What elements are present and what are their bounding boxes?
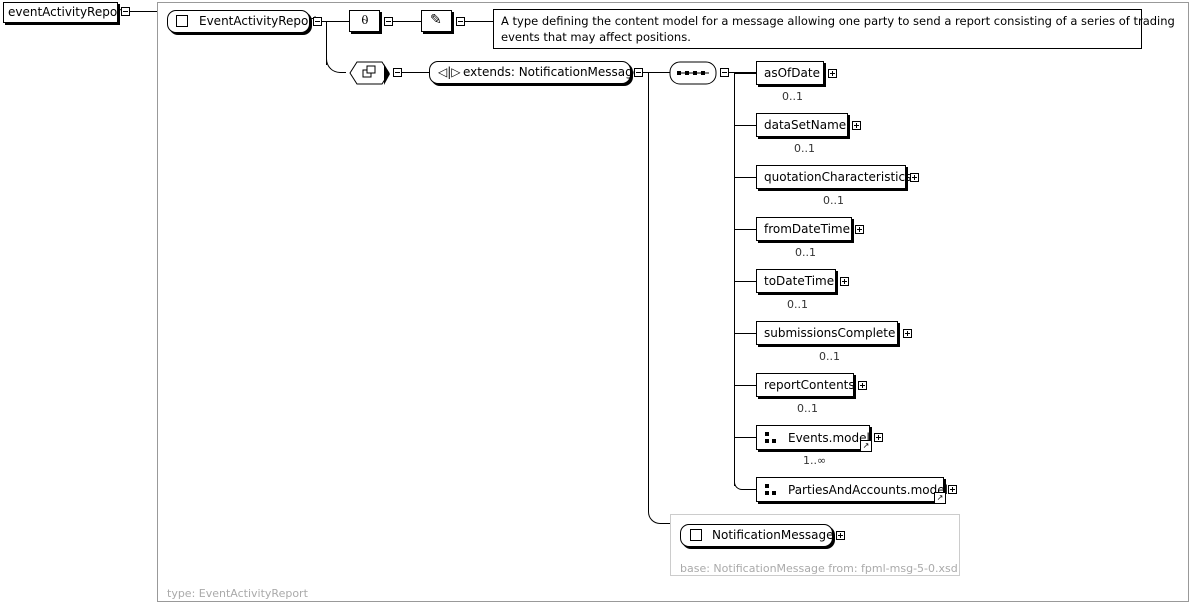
extension-toggle[interactable] [393, 68, 402, 77]
element-label: quotationCharacteristics [764, 170, 912, 184]
annotation-icon: ⍬ [361, 13, 369, 28]
element-asofdate[interactable]: asOfDate [756, 61, 824, 85]
sequence-compositor[interactable] [669, 61, 719, 87]
element-label: submissionsComplete [764, 326, 896, 340]
group-ref-events-model[interactable]: Events.model ↗ [756, 425, 872, 452]
cardinality: 0..1 [795, 246, 816, 259]
connector-line [734, 229, 756, 230]
element-label: Events.model [788, 431, 870, 445]
cardinality: 0..1 [819, 350, 840, 363]
base-type-note: base: NotificationMessage from: fpml-msg… [680, 562, 958, 575]
documentation-text-box: A type defining the content model for a … [493, 9, 1175, 49]
expand-toggle[interactable] [948, 485, 957, 494]
annotation-box[interactable]: ⍬ [349, 10, 380, 32]
element-submissionscomplete[interactable]: submissionsComplete [756, 321, 898, 345]
element-label: fromDateTime [764, 222, 850, 236]
connector-line [734, 333, 756, 334]
reference-arrow-icon: ↗ [860, 440, 872, 452]
documentation-icon-box[interactable]: ✎ [421, 10, 452, 32]
cardinality: 0..1 [787, 298, 808, 311]
root-connector [130, 11, 157, 12]
cardinality: 0..1 [797, 402, 818, 415]
expand-toggle[interactable] [858, 381, 867, 390]
base-connector-curve [648, 506, 670, 524]
connector-line [402, 72, 429, 73]
extends-icon: ◁|▷ [438, 65, 461, 79]
type-note: type: EventActivityReport [167, 587, 308, 600]
type-frame-top [157, 2, 1189, 3]
connector-line [734, 73, 756, 74]
element-label: dataSetName [764, 118, 847, 132]
element-fromdatetime[interactable]: fromDateTime [756, 217, 852, 241]
documentation-icon: ✎ [430, 12, 442, 28]
sequence-toggle[interactable] [720, 68, 729, 77]
expand-toggle[interactable] [903, 329, 912, 338]
connector-line [734, 385, 756, 386]
base-type-frame [670, 514, 960, 576]
expand-toggle[interactable] [910, 173, 919, 182]
extension-compositor[interactable] [349, 61, 391, 87]
reference-arrow-icon: ↗ [934, 492, 946, 504]
root-collapse-toggle[interactable] [121, 7, 130, 16]
documentation-line-2: events that may affect positions. [501, 30, 691, 44]
annotation-toggle[interactable] [384, 17, 393, 26]
documentation-line-1: A type defining the content model for a … [501, 14, 1175, 28]
sequence-trunk-end [734, 478, 756, 490]
element-label: reportContents [764, 378, 855, 392]
sequence-trunk [734, 72, 735, 486]
element-datasetname[interactable]: dataSetName [756, 113, 848, 137]
group-ref-partiesandaccounts-model[interactable]: PartiesAndAccounts.model ↗ [756, 477, 948, 504]
element-todatetime[interactable]: toDateTime [756, 269, 836, 293]
connector-line [643, 72, 670, 73]
element-label: asOfDate [764, 66, 820, 80]
cardinality: 0..1 [794, 142, 815, 155]
connector-line [734, 177, 756, 178]
cardinality: 0..1 [782, 90, 803, 103]
cardinality: 1..∞ [803, 454, 827, 467]
complex-type-toggle[interactable] [313, 17, 322, 26]
element-label: PartiesAndAccounts.model [788, 483, 948, 497]
connector-curve [326, 55, 346, 73]
extends-box[interactable]: ◁|▷ extends: NotificationMessage [429, 61, 640, 84]
expand-toggle[interactable] [840, 277, 849, 286]
element-reportcontents[interactable]: reportContents [756, 373, 855, 397]
element-label: toDateTime [764, 274, 835, 288]
extends-toggle[interactable] [634, 68, 643, 77]
connector-line [322, 21, 349, 22]
type-frame-left [157, 2, 158, 602]
connector-line [326, 21, 327, 65]
base-type-label: NotificationMessage [712, 528, 834, 542]
expand-toggle[interactable] [828, 69, 837, 78]
connector-line [393, 21, 421, 22]
base-type-icon [690, 529, 702, 541]
complex-type-icon [176, 15, 188, 27]
element-quotationcharacteristics[interactable]: quotationCharacteristics [756, 165, 911, 189]
extends-label: extends: NotificationMessage [463, 65, 641, 79]
connector-line [734, 281, 756, 282]
connector-line [729, 72, 756, 73]
cardinality: 0..1 [823, 194, 844, 207]
base-type-toggle[interactable] [836, 531, 845, 540]
root-element-box[interactable]: eventActivityReport [3, 2, 127, 23]
type-frame-right [1188, 2, 1189, 602]
connector-line [465, 21, 493, 22]
expand-toggle[interactable] [855, 225, 864, 234]
type-frame-bottom [157, 601, 1189, 602]
base-connector [648, 72, 649, 512]
documentation-toggle[interactable] [456, 17, 465, 26]
expand-toggle[interactable] [874, 433, 883, 442]
root-element-label: eventActivityReport [8, 5, 127, 19]
complex-type-label: EventActivityReport [199, 14, 319, 28]
group-icon [765, 484, 777, 496]
group-icon [765, 432, 777, 444]
connector-line [734, 437, 756, 438]
connector-line [734, 125, 756, 126]
base-type-box[interactable]: NotificationMessage [680, 524, 833, 547]
expand-toggle[interactable] [852, 121, 861, 130]
complex-type-box[interactable]: EventActivityReport [167, 10, 318, 33]
